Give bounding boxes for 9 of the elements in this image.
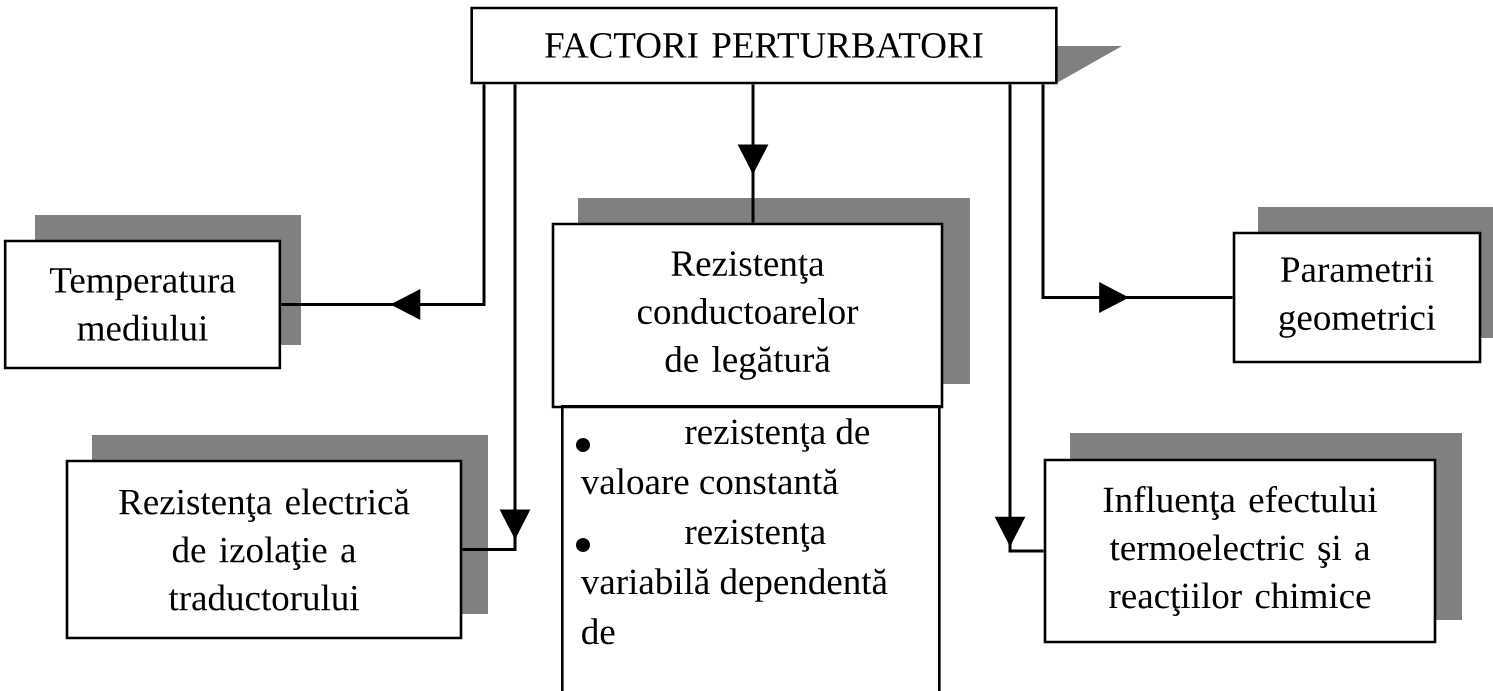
process-box: FACTORI PERTURBATORI (470, 6, 1058, 85)
arrow (462, 84, 531, 551)
process-box: Rezistenţa electrică de izolaţie a traductorului (65, 459, 463, 640)
process-box: Temperatura mediului (3, 239, 282, 370)
arrow (281, 84, 486, 320)
process-box: Influenţa efectului termoelectric şi a reacţiilor chimice (1043, 458, 1437, 644)
process-box: Rezistenţa conductoarelor de legătură (551, 222, 944, 409)
process-box: Parametrii geometrici (1232, 231, 1482, 364)
list-box: rezistenţa de valoare constantă rezistenţa variabilă dependentă de (561, 405, 941, 691)
